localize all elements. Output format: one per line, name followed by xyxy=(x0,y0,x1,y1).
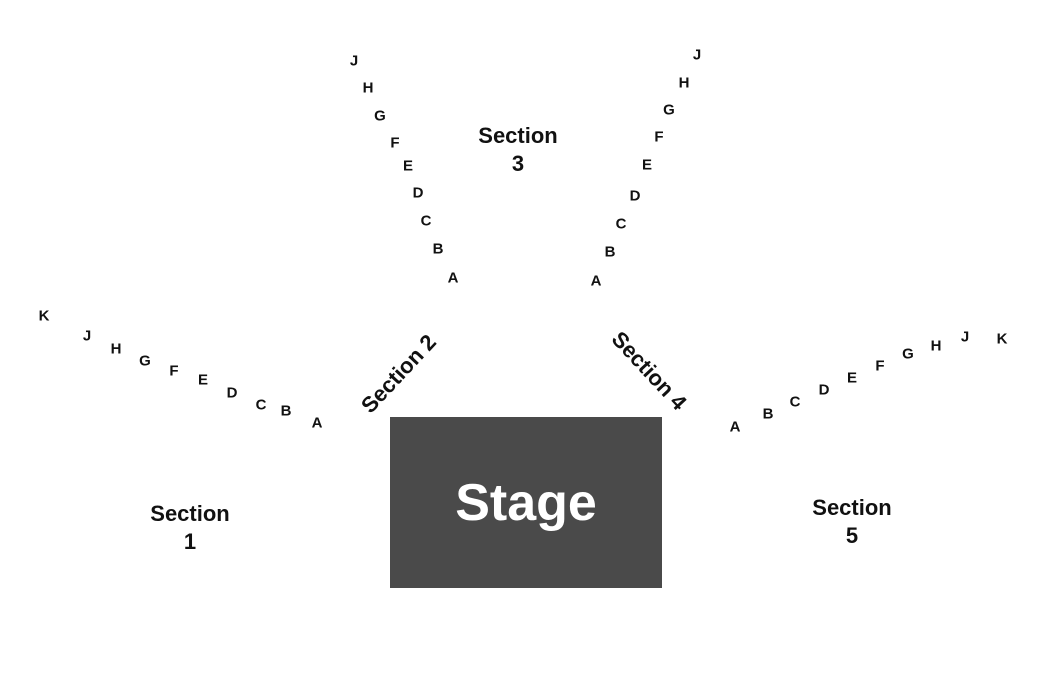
row-label-right-h[interactable]: H xyxy=(930,337,942,355)
row-label-upper-left-b[interactable]: B xyxy=(432,240,444,258)
section-5-word: Section xyxy=(812,495,892,520)
row-label-upper-left-g[interactable]: G xyxy=(374,107,386,125)
row-label-right-d[interactable]: D xyxy=(818,381,830,399)
row-label-upper-left-d[interactable]: D xyxy=(412,184,424,202)
section-1-word: Section xyxy=(150,501,230,526)
row-label-upper-left-e[interactable]: E xyxy=(402,157,414,175)
section-1-number: 1 xyxy=(183,529,197,554)
row-label-upper-right-b[interactable]: B xyxy=(604,243,616,261)
row-label-upper-right-c[interactable]: C xyxy=(615,215,627,233)
row-label-right-e[interactable]: E xyxy=(846,369,858,387)
row-label-right-c[interactable]: C xyxy=(789,393,801,411)
row-label-upper-right-j[interactable]: J xyxy=(692,46,702,64)
section-1-label[interactable]: Section 1 xyxy=(150,500,229,556)
row-label-upper-left-f[interactable]: F xyxy=(390,134,400,152)
row-label-upper-right-d[interactable]: D xyxy=(629,187,641,205)
row-label-left-f[interactable]: F xyxy=(169,362,179,380)
row-label-left-c[interactable]: C xyxy=(255,396,267,414)
section-3-label[interactable]: Section 3 xyxy=(478,122,557,178)
row-label-left-a[interactable]: A xyxy=(311,414,323,432)
section-4-label[interactable]: Section 4 xyxy=(606,326,692,415)
row-label-right-k[interactable]: K xyxy=(996,330,1008,348)
row-label-upper-left-j[interactable]: J xyxy=(349,52,359,70)
section-3-word: Section xyxy=(478,123,558,148)
stage[interactable]: Stage xyxy=(390,417,662,588)
row-label-right-a[interactable]: A xyxy=(729,418,741,436)
section-5-label[interactable]: Section 5 xyxy=(812,494,891,550)
row-label-left-h[interactable]: H xyxy=(110,340,122,358)
row-label-upper-right-f[interactable]: F xyxy=(654,128,664,146)
row-label-right-g[interactable]: G xyxy=(902,345,914,363)
row-label-upper-left-a[interactable]: A xyxy=(447,269,459,287)
row-label-upper-right-h[interactable]: H xyxy=(678,74,690,92)
row-label-left-j[interactable]: J xyxy=(82,327,92,345)
row-label-upper-left-h[interactable]: H xyxy=(362,79,374,97)
stage-label: Stage xyxy=(455,473,597,532)
section-3-number: 3 xyxy=(511,151,525,176)
row-label-upper-right-g[interactable]: G xyxy=(663,101,675,119)
section-5-number: 5 xyxy=(845,523,859,548)
row-label-left-d[interactable]: D xyxy=(226,384,238,402)
section-2-label[interactable]: Section 2 xyxy=(356,329,442,418)
row-label-upper-right-a[interactable]: A xyxy=(590,272,602,290)
row-label-upper-right-e[interactable]: E xyxy=(641,156,653,174)
row-label-left-g[interactable]: G xyxy=(139,352,151,370)
row-label-right-f[interactable]: F xyxy=(875,357,885,375)
row-label-upper-left-c[interactable]: C xyxy=(420,212,432,230)
row-label-left-b[interactable]: B xyxy=(280,402,292,420)
row-label-left-k[interactable]: K xyxy=(38,307,50,325)
row-label-left-e[interactable]: E xyxy=(197,371,209,389)
row-label-right-b[interactable]: B xyxy=(762,405,774,423)
row-label-right-j[interactable]: J xyxy=(960,328,970,346)
